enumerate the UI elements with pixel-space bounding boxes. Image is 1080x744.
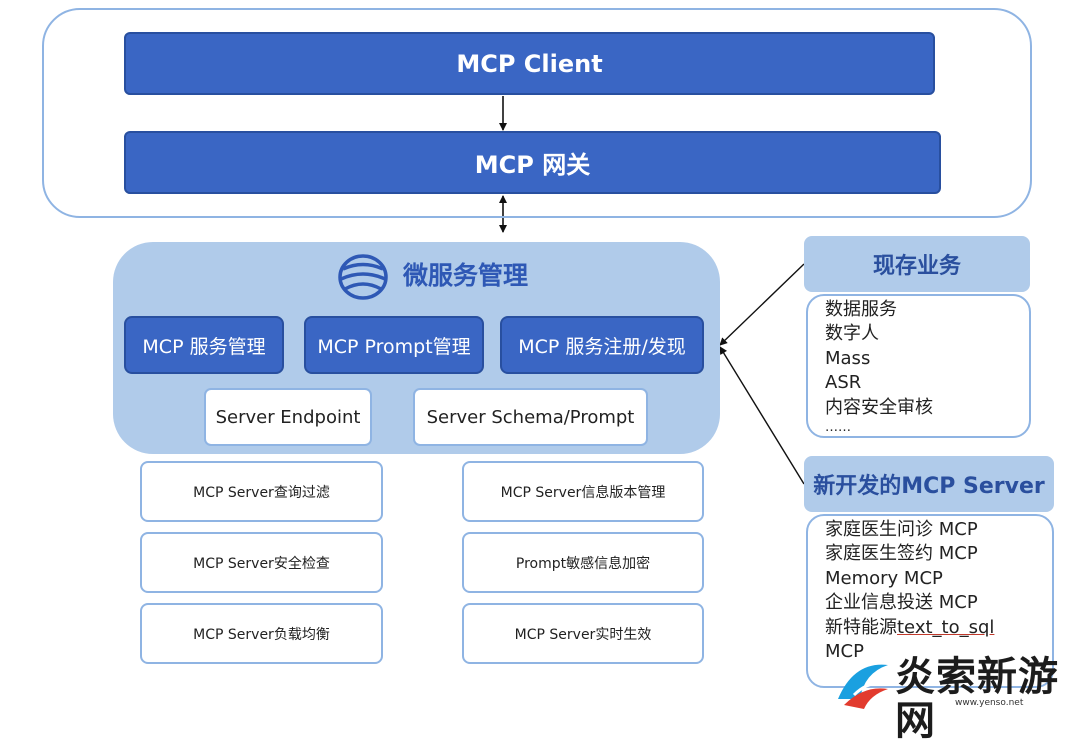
mcp-client-bar[interactable]: MCP Client — [124, 32, 935, 95]
feature-query-filter[interactable]: MCP Server查询过滤 — [140, 461, 383, 522]
watermark-url: www.yenso.net — [955, 698, 1024, 708]
feature-label: Prompt敏感信息加密 — [515, 555, 651, 572]
feature-security-check[interactable]: MCP Server安全检查 — [140, 532, 383, 593]
feature-version-management[interactable]: MCP Server信息版本管理 — [462, 461, 704, 522]
feature-label: MCP Server查询过滤 — [193, 484, 330, 501]
feature-label: MCP Server安全检查 — [193, 555, 330, 572]
globe-icon — [338, 254, 388, 300]
list-item: MCP — [825, 641, 864, 663]
list-item: 企业信息投送 MCP — [825, 592, 978, 614]
list-item: 内容安全审核 — [825, 396, 933, 418]
existing-business-header: 现存业务 — [804, 236, 1030, 292]
list-item: 数据服务 — [825, 299, 897, 320]
list-item: 家庭医生问诊 MCP — [825, 519, 978, 540]
new-mcp-server-header: 新开发的MCP Server — [804, 456, 1054, 512]
connector-lines — [499, 96, 805, 485]
existing-business-list: 数据服务 数字人 Mass ASR 内容安全审核 …… — [806, 294, 1031, 438]
list-item: Memory MCP — [825, 567, 943, 589]
list-item: 数字人 — [825, 323, 879, 345]
new-mcp-server-list: 家庭医生问诊 MCP 家庭医生签约 MCP Memory MCP 企业信息投送 … — [806, 514, 1054, 688]
server-schema-prompt-label: Server Schema/Prompt — [426, 406, 635, 428]
mcp-gateway-bar[interactable]: MCP 网关 — [124, 131, 941, 194]
existing-to-micro-arrow — [719, 263, 805, 346]
service-registry-button[interactable]: MCP 服务注册/发现 — [500, 316, 704, 374]
server-schema-prompt-box[interactable]: Server Schema/Prompt — [413, 388, 648, 446]
existing-business-title: 现存业务 — [872, 254, 961, 279]
service-management-button[interactable]: MCP 服务管理 — [124, 316, 284, 374]
list-item: ASR — [825, 372, 862, 394]
server-endpoint-label: Server Endpoint — [215, 406, 361, 428]
microservice-title: 微服务管理 — [403, 261, 529, 290]
list-item-underlined: text_to_sql — [897, 616, 995, 638]
feature-label: MCP Server信息版本管理 — [500, 484, 666, 501]
feature-label: MCP Server负载均衡 — [193, 626, 330, 643]
watermark-logo-icon — [838, 664, 888, 709]
prompt-management-button[interactable]: MCP Prompt管理 — [304, 316, 484, 374]
new-to-micro-arrow — [719, 346, 805, 485]
feature-prompt-encryption[interactable]: Prompt敏感信息加密 — [462, 532, 704, 593]
client-gateway-frame — [42, 8, 1032, 218]
feature-load-balancing[interactable]: MCP Server负载均衡 — [140, 603, 383, 664]
feature-realtime-effect[interactable]: MCP Server实时生效 — [462, 603, 704, 664]
list-item: …… — [825, 420, 851, 436]
mcp-client-label: MCP Client — [456, 49, 603, 78]
list-item: 新特能源text_to_sql — [825, 616, 1052, 640]
list-item-prefix: 新特能源 — [825, 616, 897, 638]
feature-label: MCP Server实时生效 — [514, 626, 652, 643]
service-registry-label: MCP 服务注册/发现 — [518, 335, 686, 358]
prompt-management-label: MCP Prompt管理 — [317, 335, 471, 358]
list-item: 家庭医生签约 MCP — [825, 543, 978, 565]
list-item: Mass — [825, 347, 871, 369]
service-management-label: MCP 服务管理 — [142, 335, 266, 358]
server-endpoint-box[interactable]: Server Endpoint — [204, 388, 372, 446]
new-mcp-server-title: 新开发的MCP Server — [813, 474, 1045, 499]
mcp-gateway-label: MCP 网关 — [474, 151, 591, 179]
